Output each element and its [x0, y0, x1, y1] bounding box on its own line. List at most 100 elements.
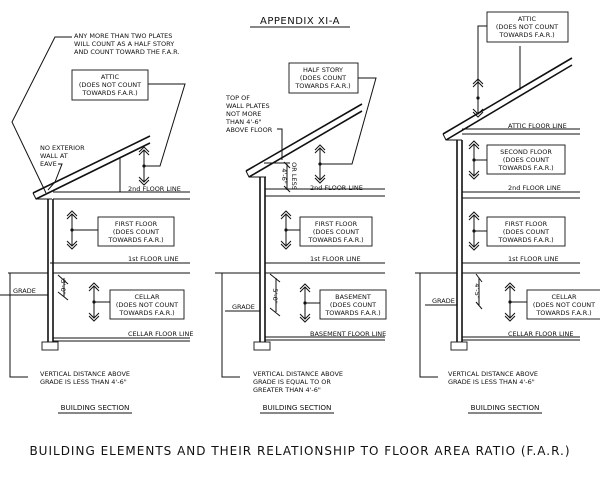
- first-floor-label-box: [299, 216, 373, 247]
- bottom-note-line: VERTICAL DISTANCE ABOVE: [448, 370, 538, 378]
- box-text: (DOES NOT COUNT: [533, 301, 595, 309]
- plate-dimension-line: [283, 161, 291, 193]
- box-text: TOWARDS F.A.R.): [497, 164, 553, 172]
- floor-line-label: 1st FLOOR LINE: [128, 255, 179, 263]
- grade-label: GRADE: [13, 287, 36, 295]
- box-text: (DOES NOT COUNT: [496, 23, 558, 31]
- dimension-line: [57, 274, 69, 301]
- box-text: TOWARDS F.A.R.): [497, 236, 553, 244]
- appendix-title: APPENDIX XI-A: [260, 16, 340, 27]
- dimension-line: [475, 273, 483, 310]
- box-text: TOWARDS F.A.R.): [498, 31, 554, 39]
- eave-note-line: WALL AT: [40, 152, 68, 160]
- box-text: TOWARDS F.A.R.): [81, 89, 137, 97]
- plates-note-leader: [11, 36, 72, 194]
- box-text: (DOES COUNT: [503, 156, 549, 164]
- second-floor-line: [265, 188, 385, 197]
- box-text: (DOES COUNT: [300, 74, 346, 82]
- footing: [41, 341, 59, 351]
- plates-note-line: AND COUNT TOWARD THE F.A.R.: [74, 48, 179, 56]
- box-text: FIRST FLOOR: [315, 220, 358, 228]
- attic-label-box: [486, 11, 569, 43]
- second-floor-line: [462, 191, 580, 199]
- plates-note-leader: [277, 128, 283, 160]
- dimension-value: 4'-5": [473, 283, 481, 298]
- roof: [245, 103, 363, 178]
- plates-note-line: WALL PLATES: [226, 102, 270, 110]
- box-text: (DOES NOT COUNT: [116, 301, 178, 309]
- box-text: (DOES COUNT: [503, 228, 549, 236]
- first-floor-line: [50, 262, 190, 274]
- box-text: SECOND FLOOR: [500, 148, 552, 156]
- basement-floor-line: [265, 336, 385, 341]
- section-heading: BUILDING SECTION: [471, 403, 540, 412]
- roof: [32, 135, 151, 200]
- box-text: ATTIC: [101, 73, 120, 81]
- section-heading: BUILDING SECTION: [263, 403, 332, 412]
- floor-line-label: 1st FLOOR LINE: [310, 255, 361, 263]
- cellar-floor-line: [462, 336, 580, 341]
- floor-line-label: 2nd FLOOR LINE: [128, 185, 181, 193]
- first-floor-label-box: [486, 216, 566, 247]
- bottom-note-line: GRADE IS EQUAL TO OR: [253, 378, 331, 386]
- box-text: FIRST FLOOR: [115, 220, 158, 228]
- box-text: CELLAR: [134, 293, 159, 301]
- plates-note-line: NOT MORE: [226, 110, 261, 118]
- box-text: TOWARDS F.A.R.): [307, 236, 363, 244]
- floor-line-label: CELLAR FLOOR LINE: [508, 330, 574, 338]
- plates-note-line: ANY MORE THAN TWO PLATES: [74, 32, 172, 40]
- plates-note-line: ABOVE FLOOR: [226, 126, 273, 134]
- box-text: TOWARDS F.A.R.): [118, 309, 174, 317]
- attic-label-box: [71, 69, 149, 101]
- half-story-label-box: [288, 62, 359, 94]
- roof: [442, 57, 573, 141]
- attic-leader: [477, 25, 521, 95]
- box-text: (DOES COUNT: [313, 228, 359, 236]
- plates-note-line: TOP OF: [225, 94, 250, 102]
- diagram-caption: BUILDING ELEMENTS AND THEIR RELATIONSHIP…: [29, 444, 570, 458]
- floor-line-label: 1st FLOOR LINE: [508, 255, 559, 263]
- eave: [32, 192, 52, 200]
- first-floor-line: [462, 262, 580, 274]
- dimension-line: [269, 273, 281, 317]
- eave-note-line: EAVE: [40, 160, 57, 168]
- vertical-distance-leader: [8, 272, 48, 378]
- cellar-floor-line: [53, 337, 190, 342]
- plate-dimension-note: OR LESS: [290, 162, 298, 190]
- box-text: TOWARDS F.A.R.): [294, 82, 350, 90]
- cellar-label-box: [526, 289, 600, 320]
- box-text: TOWARDS F.A.R.): [535, 309, 591, 317]
- box-text: (DOES COUNT: [113, 228, 159, 236]
- exterior-wall: [456, 140, 463, 345]
- floor-line-label: 2nd FLOOR LINE: [508, 184, 561, 192]
- floor-line-label: CELLAR FLOOR LINE: [128, 330, 194, 338]
- exterior-wall: [47, 199, 54, 346]
- exterior-wall: [259, 177, 266, 345]
- building-section-2: 5'-0" GRADE 4'-6" OR LESS TOP OF WALL PL…: [215, 62, 387, 414]
- first-floor-label-box: [97, 216, 175, 247]
- bottom-note-line: GRADE IS LESS THAN 4'-6": [448, 378, 535, 386]
- box-text: (DOES NOT COUNT: [79, 81, 141, 89]
- building-section-1: 3'-0" GRADE ANY MORE THAN TWO PLATES WIL…: [0, 32, 194, 414]
- box-text: CELLAR: [551, 293, 576, 301]
- box-text: BASEMENT: [335, 293, 371, 301]
- dimension-value: 5'-0": [271, 288, 279, 303]
- box-text: HALF STORY: [303, 66, 343, 74]
- bottom-note-line: VERTICAL DISTANCE ABOVE: [40, 370, 130, 378]
- half-story-leader: [320, 77, 377, 165]
- second-floor-label-box: [486, 144, 566, 175]
- bottom-note-line: VERTICAL DISTANCE ABOVE: [253, 370, 343, 378]
- first-floor-line: [265, 262, 385, 274]
- eave-note-line: NO EXTERIOR: [40, 144, 85, 152]
- section-heading: BUILDING SECTION: [61, 403, 130, 412]
- attic-floor-line: [462, 128, 580, 135]
- basement-label-box: [319, 289, 387, 320]
- second-floor-line: [53, 191, 190, 200]
- vertical-distance-leader: [215, 272, 260, 378]
- eave-note-leader: [47, 163, 63, 191]
- box-text: FIRST FLOOR: [505, 220, 548, 228]
- box-text: TOWARDS F.A.R.): [324, 309, 380, 317]
- floor-line-label: 2nd FLOOR LINE: [310, 184, 363, 192]
- grade-label: GRADE: [432, 297, 455, 305]
